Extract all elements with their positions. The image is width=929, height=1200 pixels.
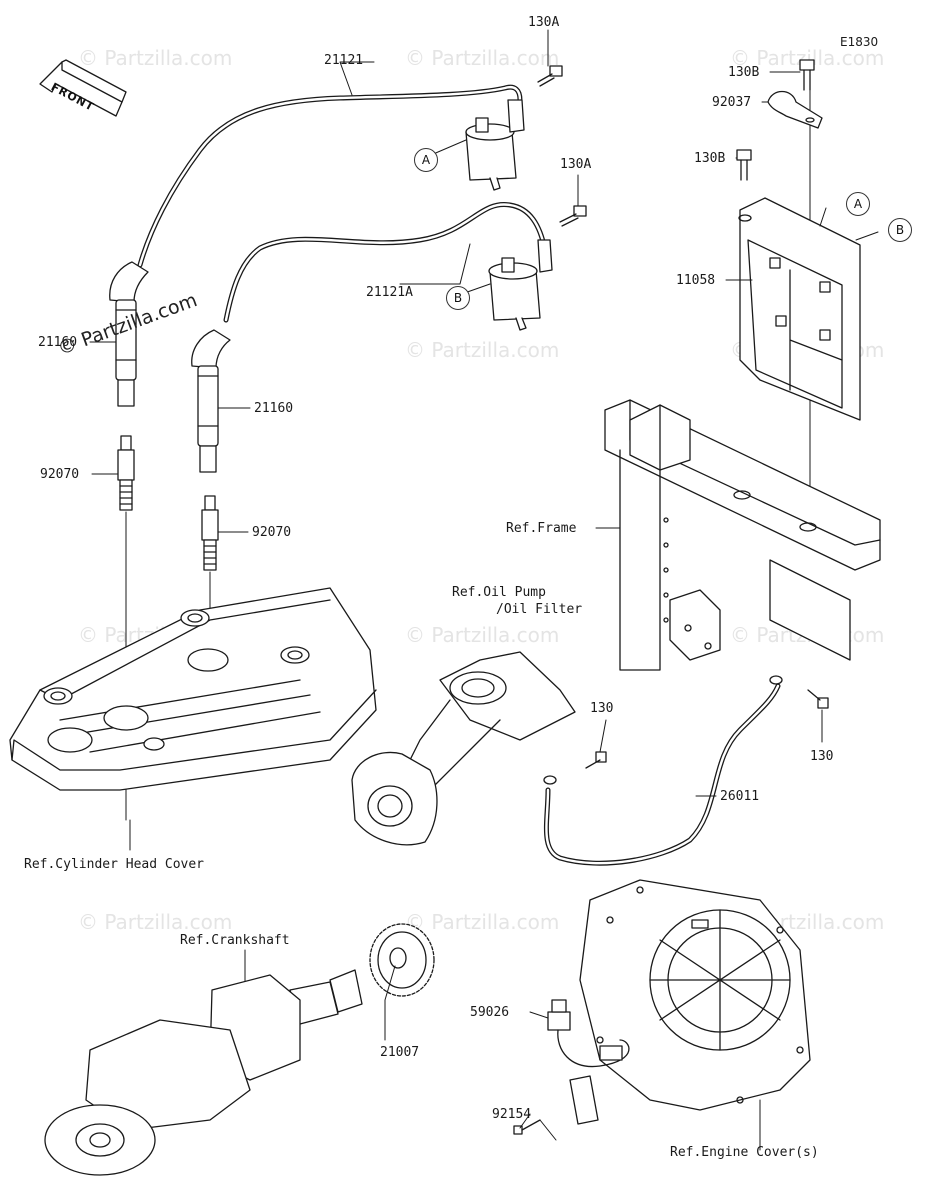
oil-pump-housing [351, 651, 576, 846]
part-label-92154: 92154 [492, 1107, 532, 1122]
part-label-130b: 130B [694, 151, 726, 166]
clamp-92037 [767, 90, 823, 129]
part-label-130a: 130A [560, 157, 592, 172]
ref-label-oil-filter: /Oil Filter [496, 602, 583, 617]
part-label-26011: 26011 [720, 789, 760, 804]
bolt-130b-top [799, 59, 815, 91]
watermark: © Partzilla.com [78, 46, 233, 70]
cylinder-head-cover [9, 587, 377, 791]
ref-label-crankshaft: Ref.Crankshaft [180, 933, 290, 948]
front-arrow-icon [39, 59, 127, 117]
spark-plug-right [201, 495, 219, 571]
part-label-21007: 21007 [380, 1045, 420, 1060]
ref-label-frame: Ref.Frame [506, 521, 577, 536]
bolt-130a-mid [559, 205, 587, 227]
watermark: © Partzilla.com [405, 46, 560, 70]
part-label-21121: 21121 [324, 53, 364, 68]
coil-bracket [738, 197, 861, 421]
part-label-21160: 21160 [254, 401, 294, 416]
bolt-130-left [585, 751, 607, 769]
part-label-130a: 130A [528, 15, 560, 30]
timing-rotor [369, 923, 435, 997]
bolt-130-right [807, 689, 829, 709]
frame-section [604, 399, 881, 671]
part-label-130: 130 [590, 701, 614, 716]
leader-lines [89, 29, 879, 1141]
part-label-92070: 92070 [40, 467, 80, 482]
watermark: © Partzilla.com [405, 623, 560, 647]
part-label-130b: 130B [728, 65, 760, 80]
part-label-130: 130 [810, 749, 834, 764]
part-label-92037: 92037 [712, 95, 752, 110]
bolt-130b-mid [736, 149, 752, 181]
ref-label-cylinder-head-cover: Ref.Cylinder Head Cover [24, 857, 205, 872]
crank-sensor [547, 999, 630, 1125]
part-label-59026: 59026 [470, 1005, 510, 1020]
plug-cap-right [191, 329, 231, 473]
watermark: © Partzilla.com [405, 910, 560, 934]
callout-a: A [846, 192, 870, 216]
ignition-coil-a [465, 99, 525, 191]
callout-a: A [414, 148, 438, 172]
part-label-11058: 11058 [676, 273, 716, 288]
bolt-92154 [513, 1119, 541, 1135]
part-label-21121a: 21121A [366, 285, 413, 300]
callout-b: B [888, 218, 912, 242]
part-label-21160: 21160 [38, 335, 78, 350]
callout-b: B [446, 286, 470, 310]
watermark: © Partzilla.com [78, 910, 233, 934]
spark-plug-left [117, 435, 135, 511]
watermark: © Partzilla.com [405, 338, 560, 362]
ignition-coil-b [488, 239, 553, 331]
bolt-130a-top [537, 65, 563, 87]
ground-cable [543, 683, 781, 866]
ref-label-engine-cover: Ref.Engine Cover(s) [670, 1145, 819, 1160]
diagram-id: E1830 [840, 35, 879, 49]
part-label-92070: 92070 [252, 525, 292, 540]
engine-cover [579, 879, 811, 1111]
plug-cap-left [109, 261, 149, 407]
ref-label-oil-pump: Ref.Oil Pump [452, 585, 546, 600]
crankshaft [44, 969, 363, 1176]
watermark: © Partzilla.com [730, 46, 885, 70]
